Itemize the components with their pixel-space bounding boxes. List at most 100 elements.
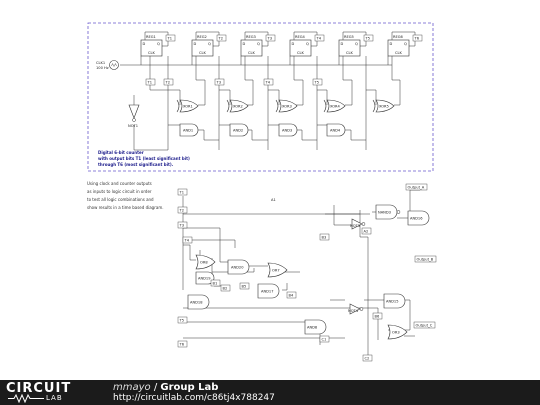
output-C[interactable]: Output_C [413, 321, 436, 329]
svg-text:T3: T3 [216, 81, 221, 85]
svg-text:D: D [194, 42, 197, 46]
register-label: REG3 [246, 35, 256, 39]
gate-AND17[interactable]: AND17 [257, 283, 280, 299]
logo-wave-icon [8, 394, 44, 403]
svg-text:AND17: AND17 [261, 290, 274, 294]
register-REG5[interactable]: REG5 D Q CLK [338, 35, 361, 57]
counter-node-tags: T1 T2 T3 T4 T5 [145, 78, 323, 86]
svg-text:OR7: OR7 [272, 269, 280, 273]
svg-text:A2: A2 [364, 230, 369, 234]
svg-text:T4: T4 [184, 239, 190, 243]
svg-text:T6: T6 [414, 37, 420, 41]
register-REG6[interactable]: REG6 D Q CLK [387, 35, 410, 57]
gate-XOR2[interactable]: XOR2 [226, 99, 249, 113]
output-A[interactable]: Output_A [405, 183, 428, 191]
svg-text:AND4: AND4 [330, 129, 341, 133]
logic-note: Using clock and counter outputs as input… [87, 181, 164, 210]
logic-node-tags: A1 A2 B1 B2 B3 B4 B5 B6 C1 C2 [210, 198, 383, 362]
svg-text:Q: Q [157, 42, 160, 46]
svg-text:D: D [292, 42, 295, 46]
register-label: REG2 [197, 35, 207, 39]
gate-AND20[interactable]: AND20 [227, 259, 250, 275]
svg-text:T2: T2 [165, 81, 170, 85]
gate-XOR5[interactable]: XOR5 [372, 99, 395, 113]
svg-text:XOR5: XOR5 [379, 105, 389, 109]
svg-text:T3: T3 [179, 224, 184, 228]
clock-source-icon[interactable] [109, 60, 119, 70]
svg-text:XOR4: XOR4 [330, 105, 341, 109]
svg-text:AND2: AND2 [233, 129, 243, 133]
svg-text:T2: T2 [218, 37, 223, 41]
register-REG4[interactable]: REG4 D Q CLK [289, 35, 312, 57]
gate-AND15[interactable]: AND15 [383, 293, 406, 309]
svg-text:Q: Q [404, 42, 407, 46]
svg-text:XOR3: XOR3 [282, 105, 292, 109]
register-label: REG4 [295, 35, 306, 39]
svg-text:T5: T5 [314, 81, 319, 85]
svg-text:B2: B2 [223, 287, 228, 291]
svg-text:AND18: AND18 [190, 301, 203, 305]
svg-text:B3: B3 [322, 236, 327, 240]
svg-text:AND1: AND1 [183, 129, 193, 133]
svg-text:CLK: CLK [148, 51, 156, 55]
circuit-url-link[interactable]: http://circuitlab.com/c86tj4x788247 [113, 393, 275, 403]
register-REG1[interactable]: REG1 D Q CLK [140, 35, 163, 57]
gate-OR8[interactable]: OR8 [195, 254, 216, 270]
svg-text:B5: B5 [242, 285, 247, 289]
clock-name-label: CLK1 [96, 61, 105, 65]
counter-frame [87, 22, 434, 172]
gate-NOT3[interactable]: NOT3 [350, 218, 366, 230]
gate-NOT1[interactable]: NOT1 [128, 104, 140, 128]
svg-text:Q: Q [208, 42, 211, 46]
svg-text:OR8: OR8 [200, 261, 208, 265]
author-username[interactable]: mmayo [113, 382, 151, 393]
svg-text:AND16: AND16 [410, 217, 423, 221]
svg-text:OR3: OR3 [392, 331, 400, 335]
counter-note: Digital 6-bit counter with output bits T… [98, 150, 190, 167]
gate-AND2[interactable]: AND2 [229, 123, 249, 137]
gate-NOT4[interactable]: NOT4 [348, 303, 364, 315]
svg-text:T5: T5 [365, 37, 370, 41]
svg-text:Q: Q [355, 42, 358, 46]
svg-text:CLK: CLK [248, 51, 256, 55]
gate-XOR3[interactable]: XOR3 [275, 99, 298, 113]
svg-text:Output_A: Output_A [408, 186, 425, 190]
svg-text:C1: C1 [322, 338, 327, 342]
svg-text:NOT1: NOT1 [128, 124, 138, 128]
gate-OR7[interactable]: OR7 [267, 262, 288, 278]
svg-text:NAND3: NAND3 [378, 211, 391, 215]
svg-text:T2: T2 [179, 209, 184, 213]
svg-text:T3: T3 [267, 37, 272, 41]
gate-AND4[interactable]: AND4 [326, 123, 346, 137]
svg-text:XOR2: XOR2 [233, 105, 243, 109]
svg-text:D: D [341, 42, 344, 46]
svg-text:AND8: AND8 [307, 326, 318, 330]
author-line: mmayo / Group Lab [113, 382, 218, 393]
logo-lab: LAB [46, 394, 63, 402]
gate-AND18[interactable]: AND18 [187, 294, 210, 310]
svg-text:CLK: CLK [199, 51, 207, 55]
gate-XOR1[interactable]: XOR1 [176, 99, 199, 113]
svg-text:D: D [143, 42, 146, 46]
register-label: REG5 [344, 35, 354, 39]
logic-input-tags: T1 T2 T3 T4 T5 T6 [177, 188, 193, 348]
register-REG2[interactable]: REG2 D Q CLK [191, 35, 214, 57]
logo-circuit[interactable]: CIRCUIT [6, 381, 72, 396]
svg-text:AND20: AND20 [231, 266, 244, 270]
gate-OR3[interactable]: OR3 [387, 324, 408, 340]
register-REG3[interactable]: REG3 D Q CLK [240, 35, 263, 57]
svg-text:B4: B4 [289, 294, 294, 298]
svg-text:Output_B: Output_B [417, 258, 434, 262]
gate-AND1[interactable]: AND1 [179, 123, 199, 137]
svg-text:AND15: AND15 [386, 300, 399, 304]
gate-XOR4[interactable]: XOR4 [323, 99, 346, 113]
gate-AND16[interactable]: AND16 [407, 210, 430, 226]
svg-text:T4: T4 [265, 81, 271, 85]
gate-AND19[interactable]: AND19 [195, 271, 215, 285]
svg-text:NOT4: NOT4 [348, 309, 359, 313]
gate-NAND3[interactable]: NAND3 [375, 204, 401, 220]
gate-AND3[interactable]: AND3 [278, 123, 298, 137]
gate-AND8[interactable]: AND8 [304, 319, 327, 335]
svg-text:T1: T1 [167, 37, 172, 41]
output-B[interactable]: Output_B [414, 255, 437, 263]
